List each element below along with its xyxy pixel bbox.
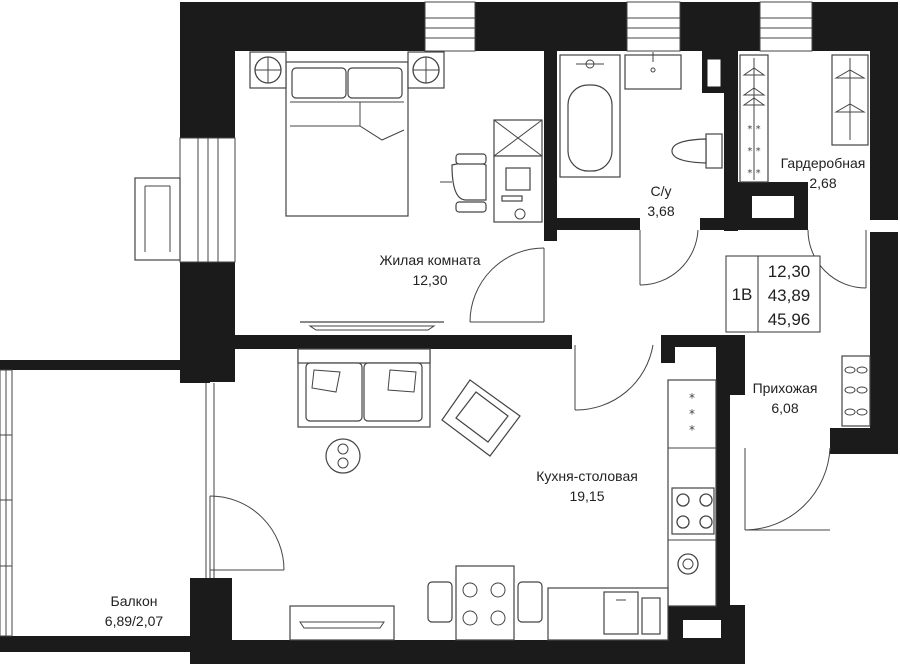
dining-table [427,565,543,641]
summary-box: 1В 12,30 43,89 45,96 [725,255,821,333]
svg-text:*: * [689,423,695,437]
room-name-bath: С/у [651,183,672,199]
room-name-balcony: Балкон [111,593,158,609]
room-name-wardrobe: Гардеробная [781,155,866,171]
svg-text:*: * [689,391,695,405]
shoe-rack [841,355,871,427]
nightstands [249,51,445,89]
room-name-hall: Прихожая [753,380,818,396]
tv-unit-kitchen [289,605,395,641]
armchair [441,379,521,457]
room-labels: Жилая комната 12,30 С/у 3,68 Гардеробная… [105,155,866,629]
summary-living-area: 12,30 [768,262,811,281]
sofa [297,348,431,428]
toilet [671,133,723,169]
room-area-living: 12,30 [412,272,447,288]
tv-unit-bedroom [300,321,444,331]
room-name-kitchen: Кухня-столовая [536,468,638,484]
room-area-kitchen: 19,15 [569,488,604,504]
summary-total-area: 43,89 [768,286,811,305]
room-name-living: Жилая комната [379,252,480,268]
room-area-hall: 6,08 [771,400,798,416]
bathtub [559,54,621,178]
summary-type: 1В [732,285,753,304]
bed [285,61,409,217]
windows [0,1,813,637]
kitchen-counter: * * * [547,379,717,641]
doors [209,229,867,578]
wardrobe-shelves: * * * * * * [739,54,869,183]
room-area-wardrobe: 2,68 [809,175,836,191]
summary-total-with-balcony: 45,96 [768,310,811,329]
svg-text:* *: * * [747,146,760,157]
desk [440,119,543,223]
room-area-bath: 3,68 [647,203,674,219]
svg-text:*: * [689,407,695,421]
room-area-balcony: 6,89/2,07 [105,613,164,629]
svg-text:* *: * * [747,168,760,179]
sink-bath [624,52,682,90]
coffee-table [325,438,361,474]
svg-text:* *: * * [747,124,760,135]
